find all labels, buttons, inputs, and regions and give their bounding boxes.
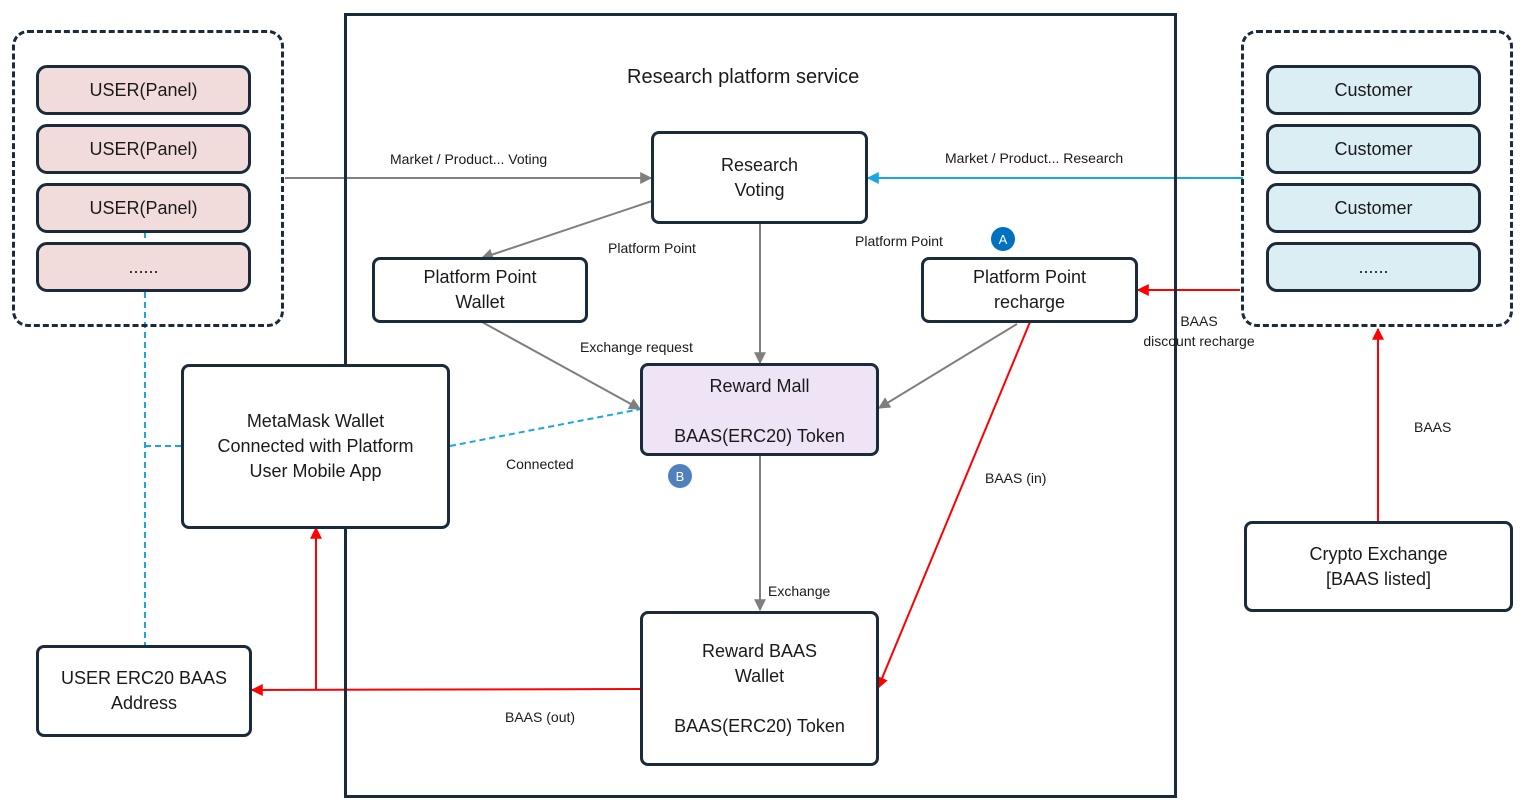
label-baas-exchange: BAAS bbox=[1414, 419, 1452, 435]
metamask-wallet-node: MetaMask Wallet Connected with Platform … bbox=[181, 364, 450, 529]
customer-2: Customer bbox=[1266, 124, 1481, 174]
reward-mall-title: Reward Mall bbox=[709, 376, 810, 396]
label-connected: Connected bbox=[506, 456, 574, 472]
arrow-point-wallet-to-reward-mall bbox=[481, 321, 642, 410]
label-exchange-request: Exchange request bbox=[580, 339, 693, 355]
reward-baas-wallet-line-1: Reward BAAS bbox=[701, 640, 818, 661]
customer-more: ...... bbox=[1266, 242, 1481, 292]
crypto-exchange-node: Crypto Exchange [BAAS listed] bbox=[1244, 521, 1513, 612]
label-market-research: Market / Product... Research bbox=[945, 150, 1124, 166]
user-panel-more: ...... bbox=[36, 242, 251, 292]
label-exchange: Exchange bbox=[768, 583, 831, 599]
platform-point-wallet-line-1: Platform Point bbox=[423, 267, 537, 287]
label-baas-discount-line-1: BAAS bbox=[1180, 313, 1218, 329]
reward-baas-wallet-node: Reward BAAS Wallet BAAS(ERC20) Token bbox=[640, 611, 879, 766]
user-panel-3: USER(Panel) bbox=[36, 183, 251, 233]
reward-mall-token: BAAS(ERC20) Token bbox=[674, 426, 845, 446]
customer-3: Customer bbox=[1266, 183, 1481, 233]
user-erc20-address-node: USER ERC20 BAAS Address bbox=[36, 645, 252, 737]
label-platform-point-left: Platform Point bbox=[608, 240, 696, 256]
arrow-voting-to-point-wallet bbox=[480, 199, 656, 261]
badge-b: B bbox=[668, 464, 692, 488]
dashed-metamask-to-reward-mall bbox=[449, 408, 642, 447]
metamask-line-1: MetaMask Wallet bbox=[246, 411, 385, 431]
crypto-exchange-line-1: Crypto Exchange bbox=[1309, 543, 1448, 564]
research-voting-node: Research Voting bbox=[651, 131, 868, 224]
label-platform-point-right: Platform Point bbox=[855, 233, 943, 249]
reward-baas-wallet-line-2: Wallet bbox=[734, 665, 785, 686]
label-baas-in: BAAS (in) bbox=[985, 470, 1047, 486]
label-baas-discount-line-2: discount recharge bbox=[1143, 333, 1255, 349]
customers-group bbox=[1241, 30, 1513, 327]
metamask-line-3: User Mobile App bbox=[249, 461, 382, 481]
label-baas-out: BAAS (out) bbox=[505, 709, 576, 725]
reward-baas-wallet-token: BAAS(ERC20) Token bbox=[674, 715, 845, 736]
crypto-exchange-line-2: [BAAS listed] bbox=[1325, 568, 1432, 589]
platform-point-wallet-line-2: Wallet bbox=[455, 292, 505, 312]
research-voting-line-2: Voting bbox=[734, 179, 785, 200]
arrow-recharge-to-reward-mall bbox=[877, 323, 1018, 409]
platform-point-recharge-line-2: recharge bbox=[993, 292, 1066, 312]
users-group bbox=[12, 30, 284, 327]
platform-point-recharge-line-1: Platform Point bbox=[972, 267, 1087, 287]
user-panel-2: USER(Panel) bbox=[36, 124, 251, 174]
research-voting-line-1: Research bbox=[720, 154, 799, 175]
user-panel-1: USER(Panel) bbox=[36, 65, 251, 115]
customer-1: Customer bbox=[1266, 65, 1481, 115]
badge-a: A bbox=[991, 227, 1015, 251]
label-baas-discount-recharge: BAAS discount recharge bbox=[1136, 311, 1262, 351]
user-address-line-1: USER ERC20 BAAS bbox=[60, 668, 228, 688]
platform-point-recharge-node: Platform Point recharge bbox=[921, 257, 1138, 323]
platform-point-wallet-node: Platform Point Wallet bbox=[372, 257, 588, 323]
metamask-line-2: Connected with Platform bbox=[217, 436, 414, 456]
service-title: Research platform service bbox=[627, 66, 860, 88]
label-market-voting: Market / Product... Voting bbox=[390, 151, 548, 167]
arrow-recharge-to-baas-wallet bbox=[876, 321, 1031, 690]
reward-mall-node: Reward Mall BAAS(ERC20) Token bbox=[640, 363, 879, 456]
user-address-line-2: Address bbox=[110, 693, 178, 713]
